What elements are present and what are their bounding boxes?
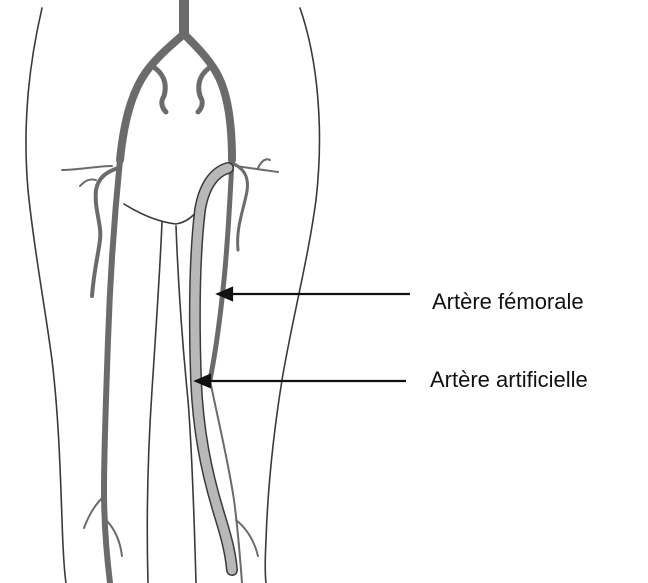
arteries (62, 0, 278, 583)
pointer-arrows (196, 288, 410, 387)
left-leg-inner-contour (147, 222, 162, 583)
artificial-artery-label: Artère artificielle (430, 369, 588, 391)
left-internal-iliac (152, 66, 166, 112)
right-internal-iliac (198, 66, 212, 112)
right-leg-outer-contour (265, 8, 319, 583)
right-small-branch (258, 159, 270, 168)
femoral-artery-label: Artère fémorale (432, 291, 584, 313)
left-small-branch (80, 179, 96, 186)
right-iliac-artery (184, 34, 232, 160)
left-circumflex-branch (62, 166, 112, 170)
left-leg-outer-contour (26, 8, 66, 583)
right-femoral-artery (210, 160, 232, 380)
left-iliac-artery (120, 34, 184, 160)
right-lateral-branch (234, 164, 248, 250)
body-outline (26, 8, 320, 583)
left-lower-branch-1 (84, 496, 104, 528)
